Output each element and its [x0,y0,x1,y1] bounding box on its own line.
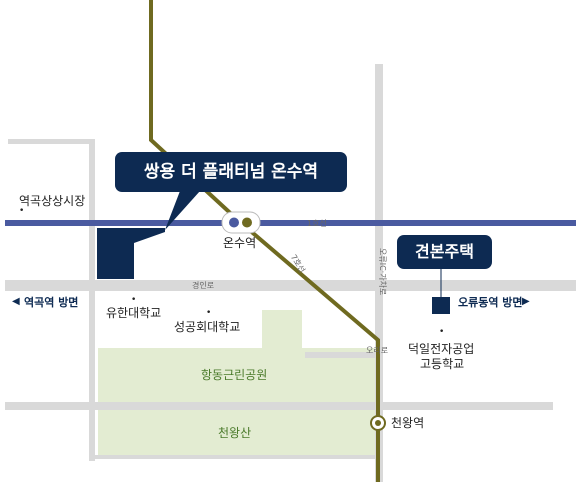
label-market: 역곡상상시장 [19,194,86,208]
road-vertical-right [375,64,383,482]
model-house-marker [432,297,450,314]
line1-track [5,220,576,226]
road-horizontal-bottom [95,455,378,459]
label-deogil-school-line2: 고등학교 [420,357,465,371]
site-building-wedge [134,228,165,243]
road-vertical-left [89,139,95,461]
onsu-line7-dot [242,217,252,228]
road-label-line1: 1호선 [307,219,327,228]
road-gyeongin [5,280,576,291]
road-label-oryu-gate: 오류IC·가차로 [378,248,387,295]
road-horizontal-upper [8,139,90,144]
road-label-gyeongin: 경인로 [192,280,214,290]
onsu-station-marker [221,211,261,234]
label-direction-west: 역곡역 방면 [24,296,79,309]
road-label-oryu-ro: 오리로 [366,346,388,355]
label-sunggonghoe-university: 성공회대학교 [174,320,241,334]
direction-left-arrow-icon: ◀ [12,296,20,307]
model-house-callout: 견본주택 [397,235,492,269]
dot-icon: • [439,327,445,337]
label-park: 항동근린공원 [201,368,268,382]
direction-right-arrow-icon: ▶ [522,296,530,307]
label-cheonwang-station: 천왕역 [391,416,425,430]
dot-icon: • [131,295,137,305]
label-yuhan-university: 유한대학교 [106,306,162,320]
onsu-line1-dot [229,217,239,228]
dot-icon: • [19,206,25,216]
label-mountain: 천왕산 [218,426,252,440]
label-direction-east: 오류동역 방면 [458,296,523,309]
roads [5,64,576,482]
site-building [97,228,134,279]
dot-icon: • [206,308,212,318]
mountain-area [98,410,376,455]
park-area [98,310,376,403]
label-onsu-station: 온수역 [223,236,257,250]
label-deogil-school-line1: 덕일전자공업 [408,342,475,356]
callout-pointer [165,191,200,230]
cheonwang-station-core [375,420,381,426]
main-callout: 쌍용 더 플래티넘 온수역 [115,152,347,192]
road-horizontal-mid [305,352,377,358]
road-horizontal-lower [5,402,553,410]
